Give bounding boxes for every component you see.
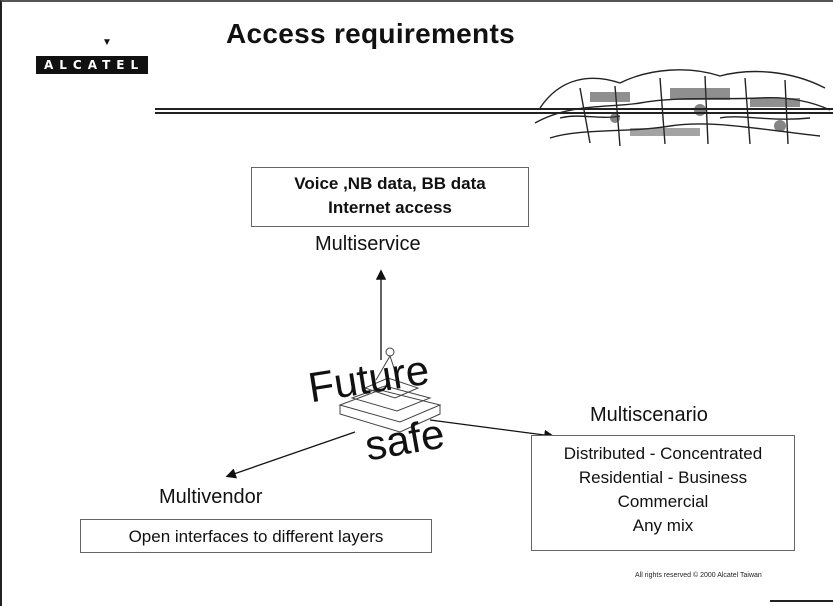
logo-mark-icon: ▼ — [102, 37, 112, 48]
multiservice-box-line-2: Internet access — [328, 198, 452, 217]
multiservice-box: Voice ,NB data, BB data Internet access — [251, 167, 529, 227]
multiscenario-box-line: Residential - Business — [578, 468, 748, 487]
multiscenario-box: Distributed - Concentrated Residential -… — [531, 435, 795, 551]
header-decorative-art — [534, 69, 831, 147]
multivendor-box: Open interfaces to different layers — [80, 519, 432, 553]
alcatel-logo: ▼ ALCATEL — [36, 38, 149, 74]
multiservice-box-line-1: Voice ,NB data, BB data — [294, 174, 486, 193]
multiscenario-box-line: Any mix — [632, 516, 694, 535]
multivendor-label: Multivendor — [159, 486, 263, 508]
platform-graphic — [338, 347, 442, 433]
arrow-to-multivendor — [225, 431, 356, 479]
footer-rule — [770, 600, 833, 602]
multiscenario-box-line: Distributed - Concentrated — [563, 444, 763, 463]
multiservice-label: Multiservice — [315, 233, 421, 255]
logo-text: ALCATEL — [36, 56, 149, 74]
multiscenario-box-line: Commercial — [617, 492, 709, 511]
copyright-footer: All rights reserved © 2000 Alcatel Taiwa… — [635, 572, 762, 579]
page-title: Access requirements — [226, 18, 515, 49]
header-rule — [155, 108, 833, 114]
arrow-to-multiscenario — [429, 419, 555, 441]
multiscenario-label: Multiscenario — [590, 404, 708, 426]
